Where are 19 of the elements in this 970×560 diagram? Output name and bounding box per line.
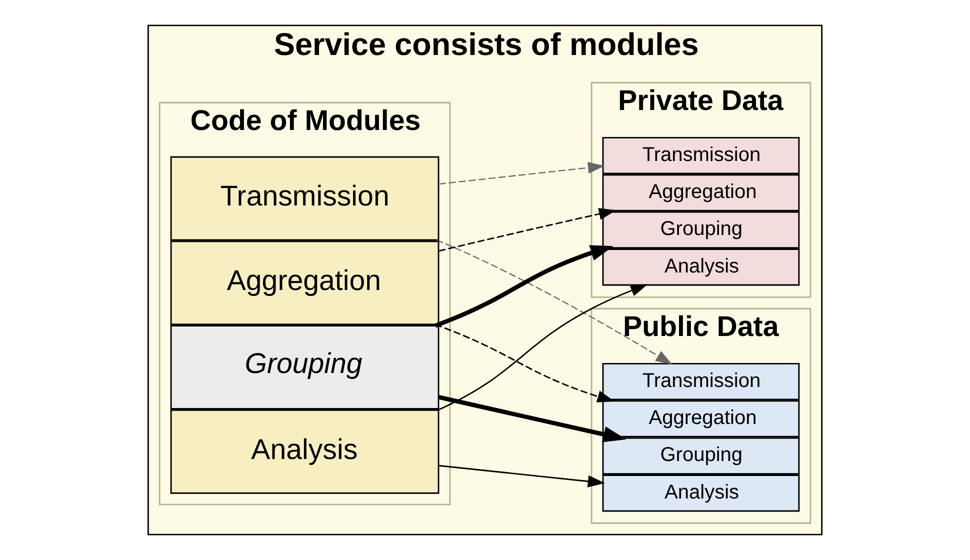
arrow [434, 245, 614, 328]
node-box: Grouping [602, 211, 800, 249]
node-box: Transmission [602, 362, 800, 400]
node-box: Analysis [170, 409, 440, 494]
node-box: Grouping [602, 437, 800, 475]
node-box: Analysis [602, 248, 800, 286]
arrow [436, 239, 672, 365]
node-box: Aggregation [602, 400, 800, 438]
arrow [438, 395, 626, 442]
node-box: Transmission [170, 156, 440, 241]
arrow [438, 284, 648, 411]
node-box: Transmission [602, 136, 800, 174]
arrow [438, 162, 605, 185]
node-box: Analysis [602, 474, 800, 512]
node-box: Aggregation [602, 174, 800, 212]
node-box: Aggregation [170, 240, 440, 326]
arrow [438, 208, 616, 252]
arrow [438, 464, 606, 488]
node-box: Grouping [170, 325, 440, 410]
